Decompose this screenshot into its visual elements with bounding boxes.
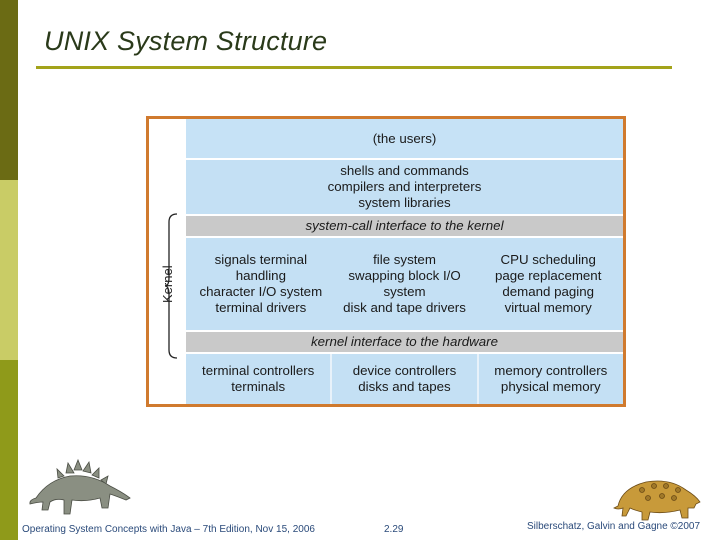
layer-users: (the users) xyxy=(186,119,623,158)
title-underline xyxy=(36,66,672,69)
hardware-cell-device: device controllers disks and tapes xyxy=(330,354,476,404)
hardware-cell-memory: memory controllers physical memory xyxy=(476,354,623,404)
layer-hardware: terminal controllers terminals device co… xyxy=(186,353,623,404)
hardware-cell-terminal: terminal controllers terminals xyxy=(186,354,330,404)
layer-shells-libraries: shells and commands compilers and interp… xyxy=(186,159,623,214)
layer-kernel-services: signals terminal handling character I/O … xyxy=(186,237,623,330)
left-accent-bar-top xyxy=(0,0,18,180)
slide-title: UNIX System Structure xyxy=(44,26,328,56)
shells-line-2: compilers and interpreters xyxy=(327,179,482,194)
hw-col2-line: device controllers xyxy=(352,363,457,378)
kernel-col1-line: character I/O system xyxy=(199,284,323,299)
hw-col3-line: memory controllers xyxy=(494,363,608,378)
left-accent-bar-middle xyxy=(0,180,18,360)
layer-system-call-interface: system-call interface to the kernel xyxy=(186,215,623,236)
kernel-col3-line: CPU scheduling xyxy=(500,252,596,267)
kernel-col3-line: page replacement xyxy=(494,268,602,283)
users-text: (the users) xyxy=(372,130,437,146)
hw-col3-line: physical memory xyxy=(500,379,601,394)
kernel-col2-line: disk and tape drivers xyxy=(343,300,466,315)
footer-page-number: 2.29 xyxy=(384,524,404,535)
left-accent-bar-bottom xyxy=(0,360,18,540)
hw-col1-line: terminal controllers xyxy=(202,363,315,378)
hw-interface-text: kernel interface to the hardware xyxy=(310,334,498,349)
kernel-column-terminal: signals terminal handling character I/O … xyxy=(189,252,333,316)
layer-hardware-interface: kernel interface to the hardware xyxy=(186,331,623,352)
kernel-col2-line: system xyxy=(383,284,426,299)
unix-structure-diagram: Kernel (the users) shells and commands c… xyxy=(146,116,626,407)
footer-copyright: Silberschatz, Galvin and Gagne ©2007 xyxy=(527,521,701,532)
kernel-column-memory: CPU scheduling page replacement demand p… xyxy=(476,252,620,316)
kernel-col1-line: terminal drivers xyxy=(215,300,307,315)
kernel-column-filesystem: file system swapping block I/O system di… xyxy=(333,252,477,316)
hw-col1-line: terminals xyxy=(231,379,286,394)
hw-col2-line: disks and tapes xyxy=(358,379,451,394)
kernel-col3-line: virtual memory xyxy=(504,300,592,315)
kernel-col2-line: file system xyxy=(373,252,436,267)
kernel-brace-icon xyxy=(165,213,178,359)
kernel-col1-line: handling xyxy=(235,268,286,283)
footer-book-title: Operating System Concepts with Java – 7t… xyxy=(22,524,315,535)
shells-line-3: system libraries xyxy=(358,195,451,210)
ankylosaurus-icon xyxy=(613,480,701,521)
shells-line-1: shells and commands xyxy=(340,163,469,178)
kernel-col1-line: signals terminal xyxy=(214,252,308,267)
syscall-text: system-call interface to the kernel xyxy=(305,218,504,233)
stegosaurus-icon xyxy=(29,458,131,515)
kernel-col2-line: swapping block I/O xyxy=(348,268,461,283)
kernel-label: Kernel xyxy=(160,265,175,303)
kernel-col3-line: demand paging xyxy=(502,284,595,299)
kernel-side-panel: Kernel xyxy=(149,119,186,404)
